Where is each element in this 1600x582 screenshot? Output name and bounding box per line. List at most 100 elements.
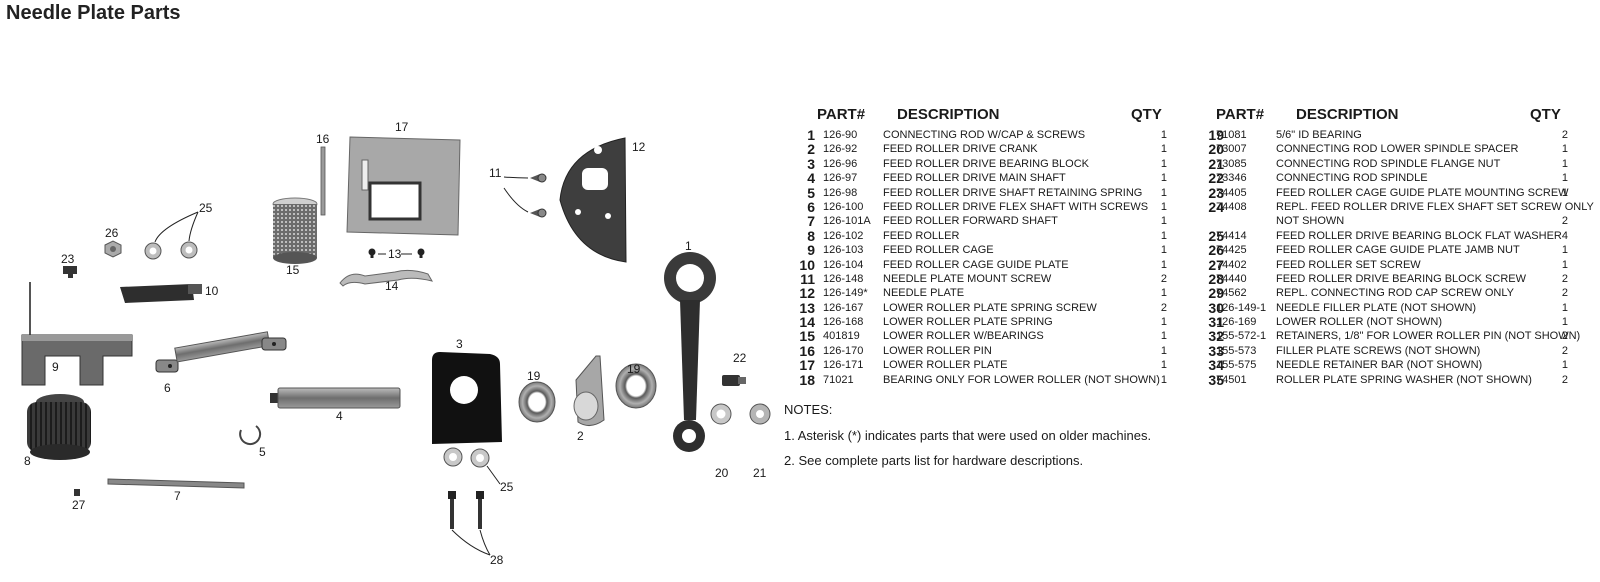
part-qty: 1 [1561, 186, 1568, 199]
part-number: 74501 [1216, 373, 1247, 386]
callout-26: 26 [105, 226, 119, 240]
needle-plate-mount-screws-part [503, 173, 547, 218]
callout-21: 21 [753, 466, 767, 480]
part-number: 126-92 [823, 143, 858, 156]
part-qty: 2 [1160, 301, 1167, 314]
callout-17: 17 [395, 120, 409, 134]
callout-8: 8 [24, 454, 31, 468]
part-number: 73346 [1216, 172, 1247, 185]
bearing-block-screws-part [448, 491, 491, 556]
forward-shaft-part [107, 478, 245, 489]
callout-5: 5 [259, 445, 266, 459]
part-qty: 1 [1160, 143, 1167, 156]
item-number: 1 [807, 127, 815, 143]
header-qty: QTY [1131, 106, 1162, 123]
part-description: FEED ROLLER SET SCREW [1276, 258, 1421, 271]
part-number: 126-98 [823, 186, 858, 199]
part-number: 126-149* [823, 287, 868, 300]
guide-plate-mounting-screw-part [63, 266, 77, 278]
part-description: LOWER ROLLER PLATE SPRING SCREW [883, 301, 1097, 314]
feed-roller-cage-part [21, 282, 133, 386]
part-number: 74440 [1216, 272, 1247, 285]
spindle-flange-nut-part [749, 403, 771, 425]
part-qty: 2 [1561, 129, 1568, 141]
item-number: 11 [800, 270, 815, 287]
part-qty: 1 [1160, 330, 1167, 343]
part-number: 126-170 [823, 344, 864, 357]
part-qty: 1 [1561, 172, 1568, 185]
item-number: 15 [799, 328, 815, 345]
part-description: NOT SHOWN [1276, 215, 1345, 228]
part-number: 74402 [1216, 258, 1247, 271]
part-qty: 1 [1160, 200, 1167, 213]
callout-3: 3 [456, 337, 463, 351]
item-number: 35 [1208, 371, 1224, 388]
part-qty: 2 [1561, 344, 1568, 357]
part-qty: 2 [1561, 373, 1568, 386]
part-number: 126-97 [823, 172, 858, 185]
part-description: LOWER ROLLER PLATE [883, 359, 1008, 372]
callout-11: 11 [489, 166, 502, 180]
note-item: 1. Asterisk (*) indicates parts that wer… [784, 428, 1152, 443]
part-number: 126-102 [823, 229, 864, 242]
item-number: 22 [1208, 170, 1224, 187]
part-number: 126-171 [823, 359, 864, 372]
item-number: 19 [1208, 127, 1224, 143]
part-qty: 1 [1160, 129, 1167, 141]
item-number: 2 [807, 141, 815, 158]
part-description: NEEDLE FILLER PLATE (NOT SHOWN) [1276, 301, 1477, 314]
part-description: FEED ROLLER CAGE GUIDE PLATE JAMB NUT [1276, 244, 1520, 257]
item-number: 10 [799, 256, 815, 273]
item-number: 25 [1208, 227, 1224, 244]
part-qty: 1 [1561, 143, 1568, 156]
item-number: 5 [807, 184, 815, 201]
part-qty: 1 [1160, 157, 1167, 170]
item-number: 20 [1208, 141, 1224, 158]
callout-22: 22 [733, 351, 747, 365]
item-number: 14 [799, 314, 815, 331]
part-number: 74425 [1216, 244, 1247, 257]
exploded-parts-diagram: 1 2 3 4 5 6 7 8 9 10 11 12 13 14 15 16 1… [21, 120, 771, 567]
notes: NOTES: 1. Asterisk (*) indicates parts t… [784, 402, 1151, 478]
part-number: 126-104 [823, 258, 864, 271]
part-description: LOWER ROLLER W/BEARINGS [883, 330, 1044, 343]
part-number: 126-169 [1216, 316, 1257, 329]
part-qty: 1 [1160, 359, 1167, 372]
part-qty: 1 [1561, 244, 1568, 257]
callout-25b: 25 [500, 480, 514, 494]
callout-23: 23 [61, 252, 75, 266]
header-part: PART# [1216, 106, 1265, 123]
part-qty: 1 [1561, 258, 1568, 271]
item-number: 30 [1208, 299, 1224, 316]
part-description: CONNECTING ROD W/CAP & SCREWS [883, 129, 1086, 141]
part-number: 74408 [1216, 200, 1247, 213]
callout-19a: 19 [527, 369, 541, 383]
item-number: 21 [1208, 155, 1224, 172]
item-number: 29 [1208, 285, 1224, 302]
item-number: 9 [807, 242, 815, 259]
part-description: FEED ROLLER FORWARD SHAFT [883, 215, 1058, 228]
part-number: 73085 [1216, 157, 1247, 170]
part-number: 126-96 [823, 157, 858, 170]
part-description: FEED ROLLER DRIVE BEARING BLOCK FLAT WAS… [1276, 229, 1562, 242]
part-description: REPL. CONNECTING ROD CAP SCREW ONLY [1276, 287, 1514, 300]
callout-28: 28 [490, 553, 504, 567]
callout-16: 16 [316, 132, 330, 146]
part-number: 126-168 [823, 316, 864, 329]
bearing-block-part [432, 352, 502, 444]
drive-crank-part [573, 355, 605, 426]
part-description: FEED ROLLER DRIVE MAIN SHAFT [883, 172, 1066, 185]
item-number: 32 [1208, 328, 1224, 345]
item-number: 16 [799, 342, 815, 359]
callout-13: 13 [388, 247, 402, 261]
connecting-rod-spindle-part [722, 375, 746, 386]
item-number: 31 [1208, 314, 1224, 331]
part-qty: 1 [1160, 287, 1167, 300]
note-item: 2. See complete parts list for hardware … [784, 453, 1084, 468]
part-number: 73007 [1216, 143, 1247, 156]
part-description: FEED ROLLER DRIVE SHAFT RETAINING SPRING [883, 186, 1143, 199]
flat-washers-top-part [144, 211, 199, 260]
item-number: 34 [1208, 357, 1224, 374]
feed-roller-part [27, 394, 91, 460]
part-description: NEEDLE PLATE MOUNT SCREW [883, 272, 1052, 285]
